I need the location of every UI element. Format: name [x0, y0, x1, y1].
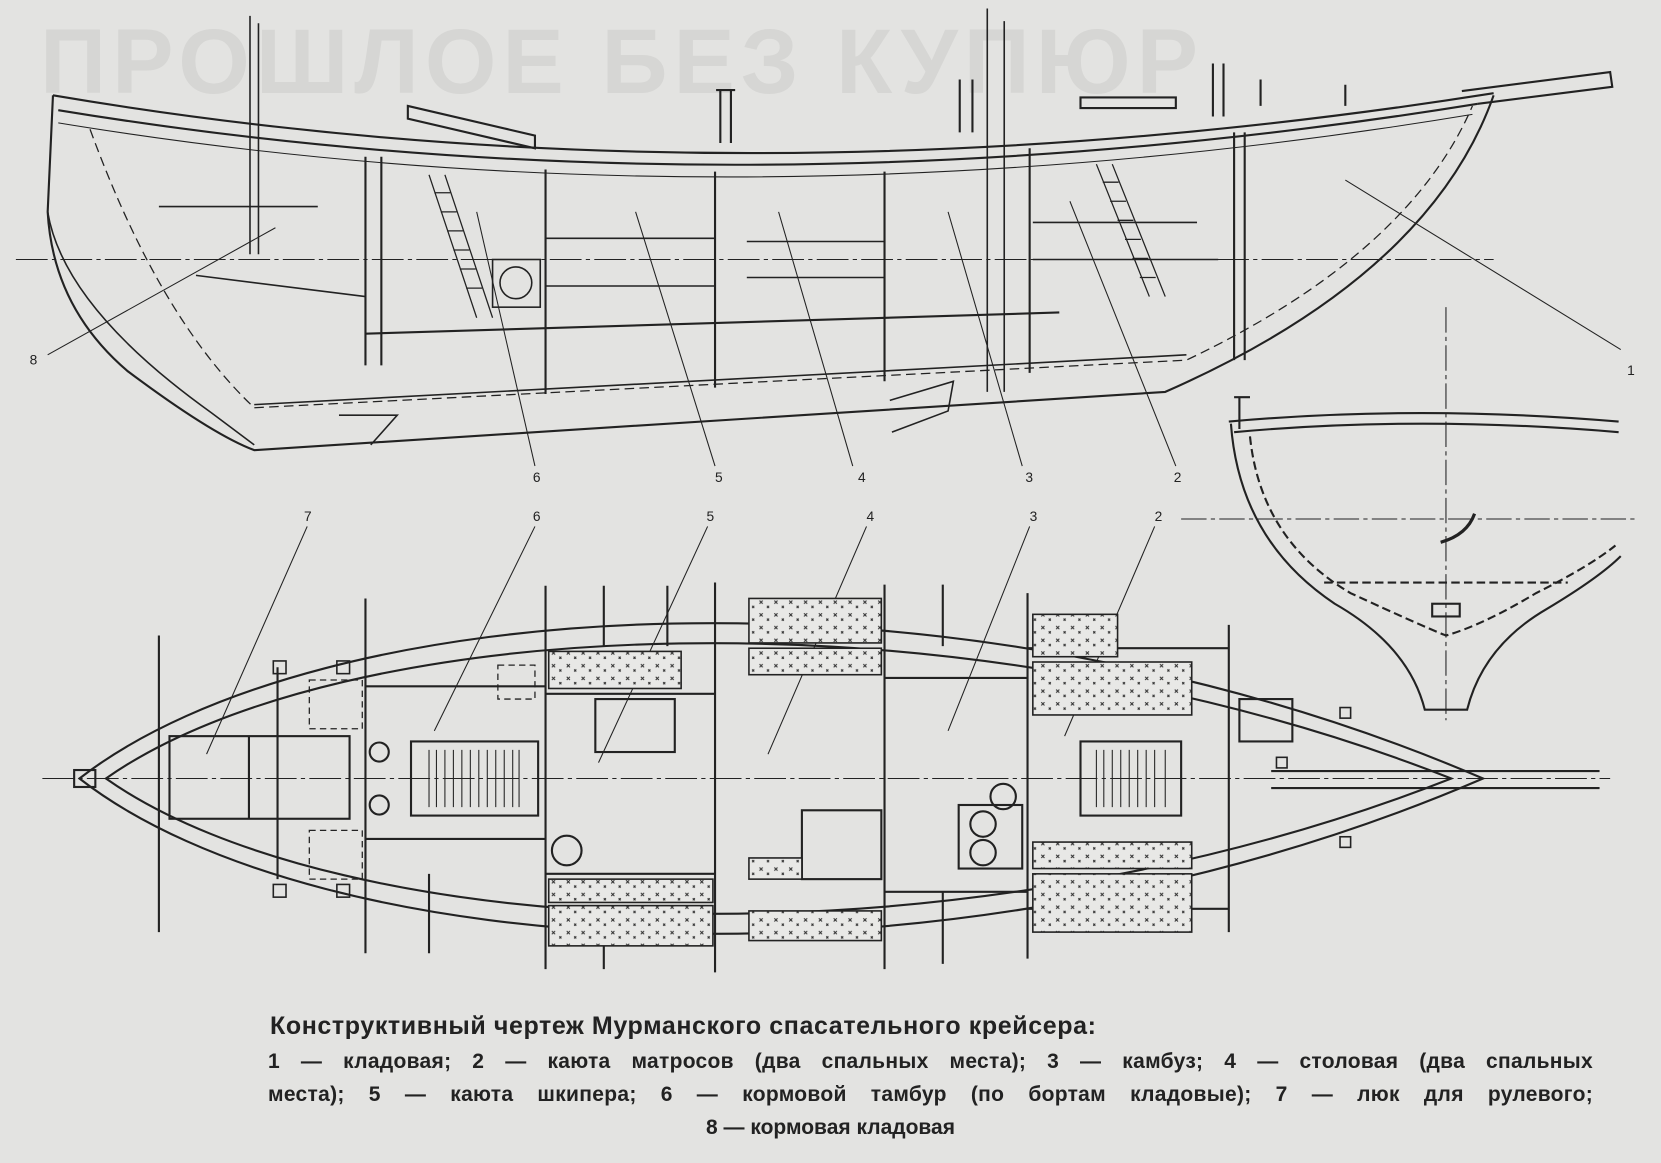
bollard: [1339, 706, 1352, 719]
bollard: [1275, 756, 1288, 769]
tiller: [247, 667, 279, 880]
heater: [550, 834, 583, 867]
fwd-ladder: [1095, 749, 1166, 808]
aft-ladder: [428, 749, 520, 808]
bunk: [547, 650, 682, 690]
section-moon: [1440, 513, 1477, 544]
plan-labels: 7 6 5 4 3 2: [304, 509, 1162, 524]
profile-label-3: 3: [1025, 470, 1033, 485]
plan-leaders: [206, 526, 1156, 763]
plan-label-4: 4: [867, 509, 875, 524]
bunk: [748, 910, 883, 942]
ladder-fwd: [1095, 163, 1166, 297]
bollard: [336, 660, 351, 675]
galley-tank: [989, 782, 1017, 811]
profile-view: [15, 8, 1622, 467]
hull-outline: [46, 94, 1495, 452]
bowsprit: [1461, 70, 1614, 105]
fwd-hatch: [1238, 698, 1294, 743]
plan-dashed-outlines: [308, 664, 536, 880]
steering-hatch: [168, 735, 351, 820]
bunk: [1032, 613, 1119, 658]
plan-hull-outer: [77, 622, 1486, 935]
caption-legend-line-3: 8 — кормовая кладовая: [706, 1116, 955, 1139]
bunks: [158, 205, 1219, 298]
mast-main: [986, 8, 1006, 392]
profile-label-2: 2: [1174, 470, 1182, 485]
plan-label-5: 5: [707, 509, 715, 524]
profile-label-1: 1: [1627, 363, 1635, 378]
bunk: [748, 597, 883, 644]
porthole-grille: [499, 266, 533, 300]
bunk: [1032, 841, 1193, 870]
plan-deck-fittings: [272, 660, 1352, 898]
bollard: [336, 883, 351, 898]
chart-table: [594, 698, 676, 754]
mast-aft: [249, 15, 260, 255]
deck-sheer-inner: [58, 102, 1478, 166]
caption-legend-line-2: места); 5 — каюта шкипера; 6 — кормовой …: [268, 1083, 1593, 1106]
toilet-2: [368, 794, 390, 816]
plan-hull-inner: [104, 642, 1455, 915]
bunk: [1032, 661, 1193, 716]
vents: [716, 63, 1347, 143]
keel-inner: [254, 354, 1187, 406]
plan-label-6: 6: [533, 509, 541, 524]
profile-label-4: 4: [858, 470, 866, 485]
galley-burner-1: [969, 810, 997, 838]
galley-burner-2: [969, 838, 997, 867]
caption-title: Конструктивный чертеж Мурманского спасат…: [270, 1012, 1097, 1040]
aft-hatch-ladder-box: [409, 740, 540, 817]
profile-label-5: 5: [715, 470, 723, 485]
bollard: [272, 660, 287, 675]
plan-bulkheads: [157, 582, 1230, 973]
toilet-1: [368, 741, 390, 763]
cabin-trunk: [406, 96, 1177, 150]
section-stanchion: [1234, 396, 1250, 429]
bunk: [547, 878, 714, 904]
label-leaders-profile: [47, 179, 1622, 467]
plan-label-3: 3: [1030, 509, 1038, 524]
section-hull-outer: [1229, 423, 1622, 711]
bollard: [272, 883, 287, 898]
caption-legend-line-1: 1 — кладовая; 2 — каюта матросов (два сп…: [268, 1050, 1593, 1073]
plan-label-2: 2: [1155, 509, 1163, 524]
inner-hull: [89, 105, 1474, 409]
ladder-aft: [428, 174, 494, 318]
cross-section-view: [1181, 307, 1637, 721]
fwd-hatch-ladder-box: [1079, 740, 1183, 817]
section-deck: [1228, 412, 1619, 434]
bunk: [748, 647, 883, 676]
bunk: [748, 857, 803, 880]
bunk: [1032, 873, 1193, 933]
ballast-keel: [338, 380, 955, 446]
plan-bunks: [547, 597, 1193, 947]
plan-stern-block: [73, 768, 97, 789]
stern-post: [46, 211, 255, 446]
section-keel-block: [1431, 602, 1461, 618]
deck-sheer: [52, 92, 1494, 155]
galley-stove: [957, 803, 1024, 870]
profile-label-8: 8: [30, 352, 38, 367]
profile-label-6: 6: [533, 470, 541, 485]
bollard: [1339, 835, 1352, 849]
saloon-table: [800, 809, 883, 881]
profile-labels: 8 6 5 4 3 2 1: [30, 352, 1635, 485]
plan-view: [42, 526, 1611, 973]
bunk: [547, 904, 714, 947]
section-hull-inner: [1248, 436, 1617, 637]
watermark-heading: ПРОШЛОЕ БЕЗ КУПЮР: [40, 11, 1205, 113]
plan-label-7: 7: [304, 509, 312, 524]
cabin-sole: [365, 311, 1060, 335]
bulwark-rail: [58, 113, 1473, 178]
plan-bowsprit: [1271, 770, 1600, 790]
bulkheads: [364, 132, 1246, 395]
